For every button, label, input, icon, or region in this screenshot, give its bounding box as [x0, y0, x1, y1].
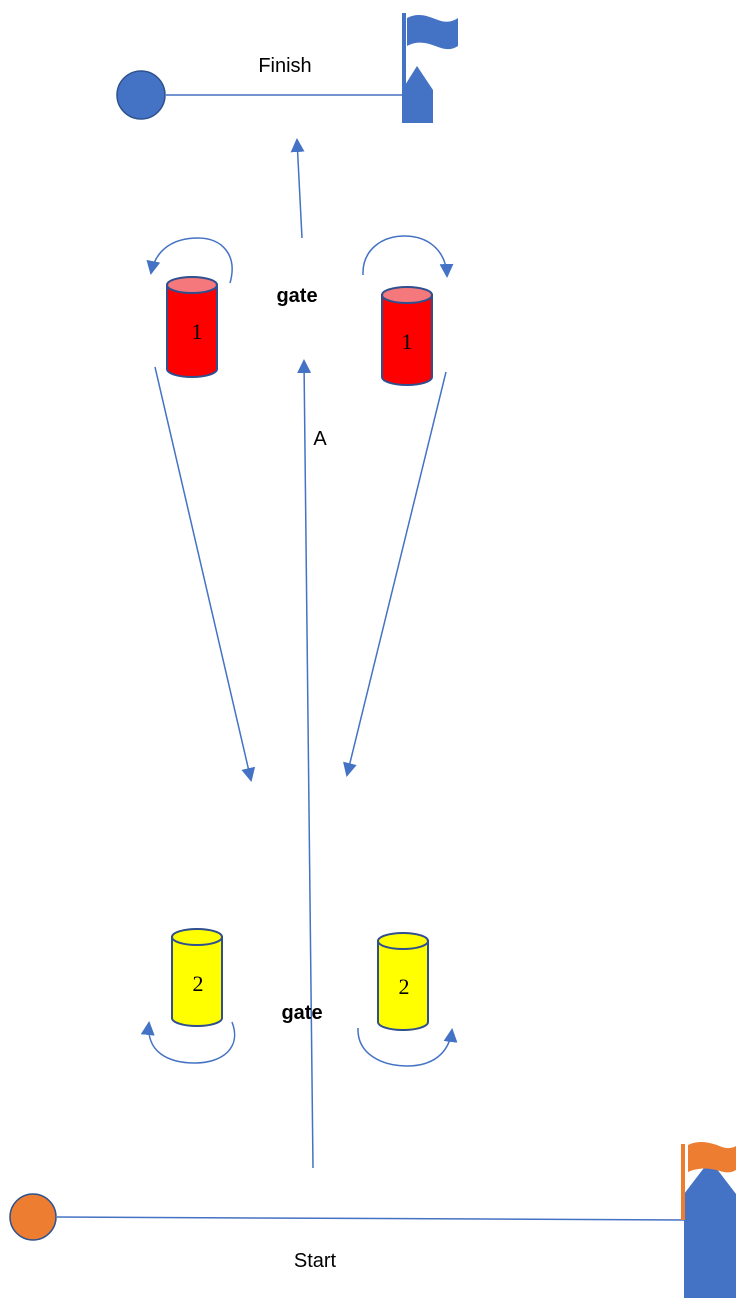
leg-a-label: A	[313, 428, 327, 450]
buoy-bottom-right: 2	[377, 932, 429, 1031]
rounding-arrow-top-left	[146, 237, 233, 284]
buoy-number: 1	[192, 319, 203, 344]
arrow-leg-a	[297, 359, 314, 1169]
start-committee-boat	[681, 1141, 736, 1298]
buoy-number: 1	[402, 329, 413, 354]
start-pin-buoy	[9, 1193, 57, 1241]
arrow-right-downwind	[343, 371, 447, 777]
boat-icon	[402, 66, 433, 123]
buoy-top-left: 1	[166, 276, 218, 378]
start-label: Start	[294, 1250, 337, 1272]
flag-pole	[402, 13, 406, 91]
arrow-left-downwind	[154, 366, 256, 782]
gate-bottom-label: gate	[281, 1002, 322, 1024]
finish-pin-buoy	[116, 70, 166, 120]
arrow-to-finish	[290, 138, 305, 239]
rounding-arrow-bottom-left	[140, 1021, 236, 1064]
buoy-top-right: 1	[381, 286, 433, 386]
start-line	[56, 1216, 685, 1221]
buoy-bottom-left: 2	[171, 928, 223, 1027]
boat-icon	[684, 1160, 736, 1298]
buoy-number: 2	[399, 974, 410, 999]
rounding-arrow-top-right	[362, 235, 454, 278]
finish-committee-boat	[402, 13, 458, 123]
finish-label: Finish	[258, 55, 311, 77]
rounding-arrow-bottom-right	[357, 1027, 458, 1067]
buoy-number: 2	[193, 971, 204, 996]
flag-icon	[688, 1141, 736, 1173]
flag-icon	[407, 14, 458, 50]
gate-top-label: gate	[276, 285, 317, 307]
flag-pole	[681, 1144, 685, 1220]
